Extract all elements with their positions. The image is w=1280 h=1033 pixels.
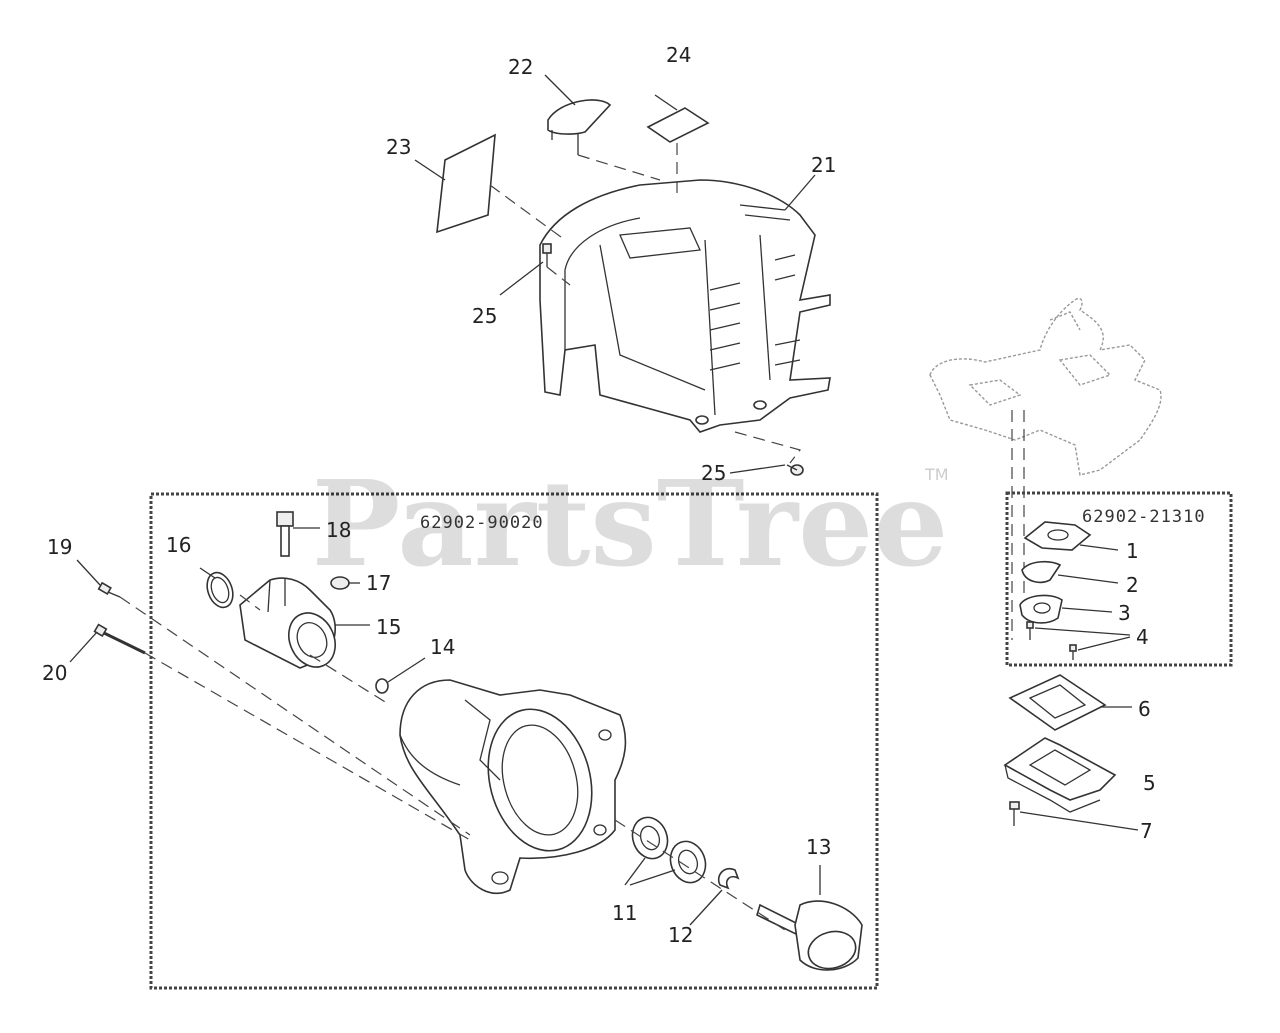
callout-label[interactable]: 20	[42, 661, 67, 685]
part-14-oring[interactable]	[375, 678, 389, 694]
callout-label[interactable]: 14	[430, 635, 455, 659]
leader-lines	[69, 74, 1139, 926]
assembly-box-gasket-kit	[1005, 491, 1233, 667]
callout-label[interactable]: 25	[472, 304, 497, 328]
callout-label[interactable]: 22	[508, 55, 533, 79]
watermark-text: PartsTree	[312, 454, 949, 593]
part-16-ring[interactable]	[203, 569, 238, 611]
callout-label[interactable]: 24	[666, 43, 691, 67]
callout-label[interactable]: 2	[1126, 573, 1139, 597]
callout-label[interactable]: 7	[1140, 819, 1153, 843]
part-engine-cover[interactable]	[539, 179, 831, 433]
part-4-screw-a[interactable]	[1026, 621, 1034, 640]
part-18-bolt[interactable]	[276, 511, 294, 557]
part-7-bolt[interactable]	[1009, 801, 1020, 826]
callout-label[interactable]: 17	[366, 571, 391, 595]
part-cylinder-reference	[929, 297, 1162, 476]
part-23-label[interactable]	[436, 133, 496, 234]
callout-label[interactable]: 25	[701, 461, 726, 485]
callout-label[interactable]: 13	[806, 835, 831, 859]
watermark-tm: TM	[924, 465, 949, 484]
part-24-label[interactable]	[646, 107, 710, 143]
part-3-valve[interactable]	[1019, 594, 1063, 624]
part-22-cap[interactable]	[547, 99, 612, 155]
callout-label[interactable]: 4	[1136, 625, 1149, 649]
part-11-bearing-a[interactable]	[627, 812, 673, 863]
part-20-bolt[interactable]	[93, 623, 146, 655]
callout-label[interactable]: 21	[811, 153, 836, 177]
callout-label[interactable]: 12	[668, 923, 693, 947]
callout-label[interactable]: 23	[386, 135, 411, 159]
callout-label[interactable]: 3	[1118, 601, 1131, 625]
part-gear-case[interactable]	[399, 679, 627, 895]
part-1-gasket[interactable]	[1023, 521, 1092, 551]
callout-label[interactable]: 5	[1143, 771, 1156, 795]
callout-label[interactable]: 1	[1126, 539, 1139, 563]
part-15-clamp[interactable]	[239, 577, 344, 675]
callout-label[interactable]: 19	[47, 535, 72, 559]
part-19-screw[interactable]	[97, 581, 121, 598]
part-13-shaft-cup[interactable]	[756, 900, 863, 974]
part-11-bearing-b[interactable]	[665, 836, 711, 887]
callout-label[interactable]: 16	[166, 533, 191, 557]
assembly-box-gear-case	[149, 492, 879, 990]
callout-label[interactable]: 15	[376, 615, 401, 639]
part-25-screw-bottom[interactable]	[786, 464, 804, 476]
part-2-plate[interactable]	[1021, 560, 1062, 584]
part-6-insulator[interactable]	[1008, 674, 1107, 731]
part-12-circlip[interactable]	[717, 867, 740, 890]
callout-label[interactable]: 11	[612, 901, 637, 925]
assembly-part-number: 62902-21310	[1082, 507, 1206, 527]
assembly-part-number: 62902-90020	[420, 513, 544, 533]
part-4-screw-b[interactable]	[1069, 644, 1077, 660]
part-5-holder[interactable]	[1003, 737, 1117, 813]
callout-label[interactable]: 18	[326, 518, 351, 542]
callout-label[interactable]: 6	[1138, 697, 1151, 721]
part-25-screw-top[interactable]	[542, 243, 552, 267]
